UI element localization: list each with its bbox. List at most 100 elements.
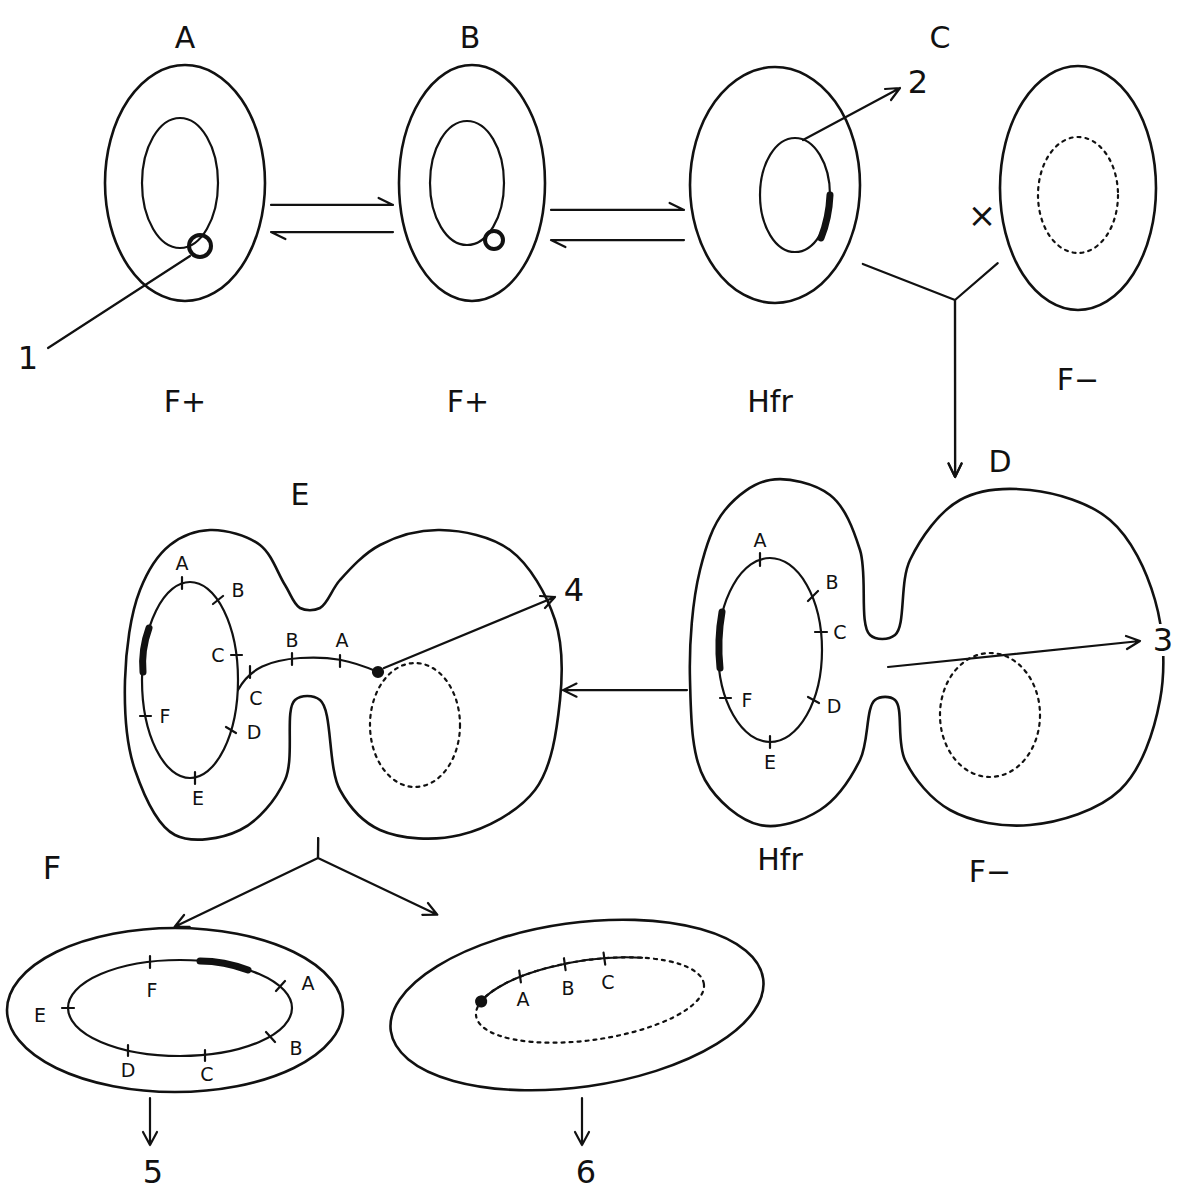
- cell-wall: [125, 530, 562, 840]
- cell-wall: [1000, 66, 1156, 310]
- gene-letter: E: [762, 753, 778, 772]
- callout-number: 1: [16, 342, 40, 374]
- integrated-f-factor: [821, 195, 830, 238]
- f-plasmid: [189, 235, 211, 257]
- hfr-cell: CHfr: [690, 67, 860, 303]
- gene-letter: B: [287, 1039, 304, 1058]
- gene-letter: B: [823, 573, 840, 592]
- cell-label: Hfr: [745, 387, 794, 417]
- gene-letter: B: [559, 979, 576, 998]
- chromosome: [68, 960, 292, 1056]
- cell-label: A: [173, 23, 198, 53]
- gene-letter: C: [831, 623, 848, 642]
- integrated-f-factor: [719, 612, 722, 668]
- strand-end-dot: [475, 996, 486, 1007]
- chromosome: [718, 558, 822, 742]
- cell-label: E: [289, 480, 312, 510]
- mating-pair: EABCDEFCBA: [125, 530, 560, 835]
- gene-ticks: [720, 553, 827, 748]
- gene-letter: E: [190, 789, 206, 808]
- leader-arrow: [575, 1098, 589, 1145]
- callout-number: 6: [574, 1156, 598, 1188]
- donor-cell: BF+: [399, 65, 545, 301]
- gene-letter: F: [145, 981, 160, 1000]
- cell-label: F+: [445, 387, 491, 417]
- cell-wall: [379, 898, 774, 1113]
- leader-arrow: [384, 596, 555, 668]
- strand-end-dot: [373, 667, 383, 677]
- cell-wall: [690, 67, 860, 303]
- mating-pair: DABCDEFHfrF−: [690, 480, 1160, 825]
- cell-wall: [399, 65, 545, 301]
- connector-arrow: [563, 684, 687, 697]
- connector-arrow: [863, 264, 962, 477]
- transferred-strand: [238, 658, 378, 690]
- cell-outline: [105, 65, 265, 301]
- gene-letter: B: [283, 631, 300, 650]
- cell-outline: [690, 67, 860, 303]
- gene-letter: B: [229, 581, 246, 600]
- recombined-segment: [477, 952, 645, 1001]
- recipient-cell: F−: [1000, 66, 1156, 310]
- recipient-chromosome: [940, 653, 1040, 777]
- callout-number: 4: [562, 574, 586, 606]
- gene-letter: D: [245, 723, 264, 742]
- chromosome: [142, 582, 238, 778]
- cell-label: F−: [1055, 365, 1101, 395]
- leader-arrow: [143, 1098, 157, 1145]
- cell-label: F−: [967, 857, 1013, 887]
- integrated-f-factor: [200, 961, 248, 970]
- recipient-chromosome: [370, 663, 460, 787]
- callout-number: 2: [906, 66, 930, 98]
- gene-letter: E: [32, 1006, 48, 1025]
- gene-ticks: [62, 956, 285, 1061]
- cell-wall: [7, 928, 343, 1092]
- chromosome: [430, 121, 504, 245]
- integrated-f-factor: [143, 628, 149, 672]
- cross-symbol: ×: [966, 198, 999, 232]
- f-plasmid: [485, 231, 503, 249]
- chromosome: [760, 138, 830, 252]
- cell-wall: [105, 65, 265, 301]
- gene-letter: F: [158, 707, 173, 726]
- cell-wall: [690, 479, 1164, 826]
- cell-label: Hfr: [755, 845, 804, 875]
- gene-letter: F: [740, 691, 755, 710]
- hfr-daughter-cell: F A B C D E: [7, 928, 343, 1092]
- donor-cell: AF+: [105, 65, 265, 301]
- callout-number: 5: [141, 1156, 165, 1188]
- gene-letter: A: [752, 531, 769, 550]
- connector-arrow: [318, 838, 437, 915]
- connector-arrow: [949, 263, 998, 477]
- stage-letter: F: [41, 852, 63, 884]
- cell-outline: [1000, 66, 1156, 310]
- gene-letter: A: [515, 990, 532, 1009]
- leader-line: [48, 256, 190, 348]
- recombinant-cell: A B C: [389, 916, 767, 1094]
- cell-outline: [7, 928, 343, 1092]
- gene-letter: D: [119, 1061, 138, 1080]
- cell-label: B: [458, 23, 483, 53]
- cell-label: C: [928, 23, 953, 53]
- cell-label: D: [986, 447, 1013, 477]
- chromosome: [142, 118, 218, 248]
- gene-ticks: [140, 577, 242, 784]
- gene-letter: C: [209, 646, 226, 665]
- gene-letter: A: [300, 974, 317, 993]
- equilibrium-arrow: [551, 203, 684, 247]
- leader-arrow: [888, 636, 1140, 667]
- gene-ticks: [250, 653, 340, 678]
- gene-letter: C: [599, 973, 616, 992]
- gene-letter: D: [825, 697, 844, 716]
- gene-letter: C: [198, 1065, 215, 1084]
- gene-letter: A: [334, 631, 351, 650]
- gene-letter: A: [174, 554, 191, 573]
- cell-outline: [399, 65, 545, 301]
- recipient-chromosome: [1038, 137, 1118, 253]
- connector-arrow: [175, 838, 318, 927]
- cell-label: F+: [162, 387, 208, 417]
- recipient-chromosome: [471, 944, 710, 1055]
- gene-letter: C: [247, 689, 264, 708]
